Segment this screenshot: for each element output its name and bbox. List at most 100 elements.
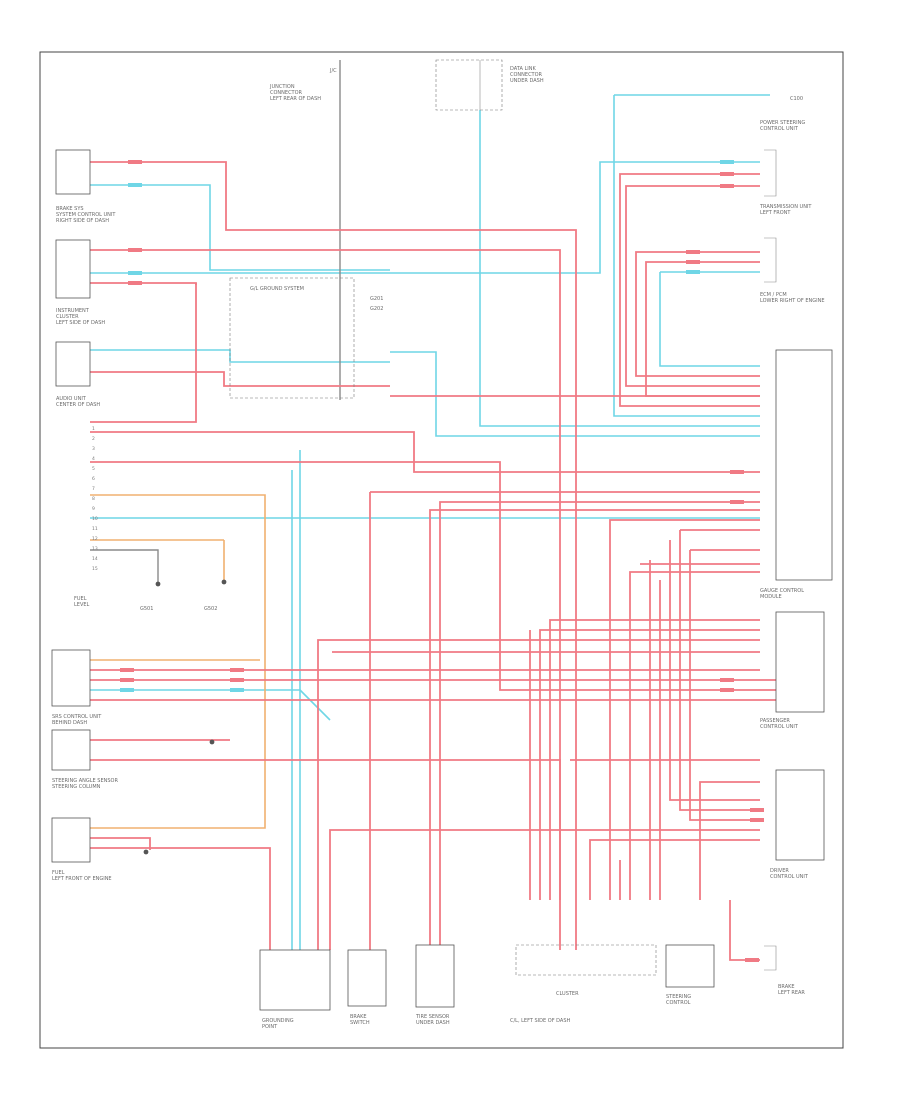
- component-label: BRAKE: [778, 984, 795, 990]
- component-label: LEFT FRONT: [760, 210, 791, 216]
- component-label: RIGHT SIDE OF DASH: [56, 218, 109, 224]
- svg-text:11: 11: [92, 526, 98, 532]
- red-wire: [589, 839, 760, 900]
- component-label: CONTROL UNIT: [760, 126, 799, 132]
- connector-block: [775, 611, 825, 713]
- component-label: CONNECTOR: [510, 72, 543, 78]
- bottom-box: [415, 944, 455, 1008]
- connector-bracket: [764, 945, 777, 971]
- component-label: STEERING COLUMN: [52, 784, 101, 790]
- connector-bracket: [764, 149, 777, 197]
- labels: BRAKE SYS SYSTEM CONTROL UNIT RIGHT SIDE…: [52, 66, 825, 1030]
- component-label: JUNCTION: [269, 84, 295, 90]
- component-label: LOWER RIGHT OF ENGINE: [760, 298, 825, 304]
- wire-tag: [128, 183, 142, 187]
- blue-wire: [613, 95, 760, 417]
- right-components: [764, 149, 833, 971]
- red-wire: [645, 261, 760, 397]
- blue-wire: [659, 272, 760, 367]
- component-label: G/L GROUND SYSTEM: [250, 286, 304, 292]
- red-wire: [625, 185, 760, 387]
- component-label: BEHIND DASH: [52, 720, 87, 726]
- component-label: TIRE SENSOR: [415, 1014, 450, 1020]
- wire-tags-blue: [120, 160, 734, 692]
- svg-text:12: 12: [92, 536, 98, 542]
- svg-text:6: 6: [92, 476, 95, 482]
- component-label: G202: [370, 306, 383, 312]
- red-wire: [689, 550, 760, 821]
- wire-tag: [686, 250, 700, 254]
- blue-wire: [90, 349, 390, 363]
- component-label: CONTROL: [666, 1000, 691, 1006]
- component-box: [55, 149, 91, 195]
- red-wire: [429, 509, 760, 950]
- component-label: INSTRUMENT: [56, 308, 90, 314]
- component-label: BRAKE: [350, 1014, 367, 1020]
- bottom-box: [515, 944, 657, 976]
- wire-tag: [730, 500, 744, 504]
- left-components: [51, 149, 91, 863]
- component-label: SWITCH: [350, 1020, 370, 1026]
- svg-text:4: 4: [92, 456, 95, 462]
- red-wire: [317, 639, 760, 950]
- component-label: FUEL: [74, 596, 87, 602]
- component-label: DATA LINK: [510, 66, 536, 72]
- wire-tag: [120, 668, 134, 672]
- component-box: [55, 239, 91, 299]
- ground-symbols: [143, 579, 227, 855]
- component-box: [51, 817, 91, 863]
- component-label: G501: [140, 606, 153, 612]
- svg-text:1: 1: [92, 426, 95, 432]
- red-wire: [729, 900, 760, 961]
- component-label: GROUNDING: [262, 1018, 294, 1024]
- top-components: [229, 59, 503, 399]
- red-wire: [329, 829, 760, 950]
- wire-tag: [120, 678, 134, 682]
- component-label: AUDIO UNIT: [56, 396, 87, 402]
- wire-tag: [230, 668, 244, 672]
- component-box: [51, 649, 91, 707]
- ground-block: [229, 277, 355, 399]
- component-label: PASSENGER: [760, 718, 790, 724]
- component-label: SYSTEM CONTROL UNIT: [56, 212, 116, 218]
- component-label: C/L, LEFT SIDE OF DASH: [510, 1018, 571, 1024]
- svg-text:3: 3: [92, 446, 95, 452]
- component-label: CONTROL UNIT: [770, 874, 809, 880]
- red-wire: [439, 501, 760, 950]
- red-wires: [90, 161, 790, 961]
- svg-text:8: 8: [92, 496, 95, 502]
- svg-text:9: 9: [92, 506, 95, 512]
- svg-text:14: 14: [92, 556, 98, 562]
- component-label: SRS CONTROL UNIT: [52, 714, 102, 720]
- wire-tag: [128, 271, 142, 275]
- wire-tag: [128, 160, 142, 164]
- red-wire: [539, 629, 760, 900]
- wire-tag: [720, 688, 734, 692]
- component-label: G201: [370, 296, 383, 302]
- red-wire: [90, 249, 561, 950]
- component-label: UNDER DASH: [510, 78, 544, 84]
- ground-icon: [155, 581, 161, 587]
- red-wire: [90, 837, 151, 850]
- bottom-components: [259, 944, 715, 1011]
- wire-tag: [720, 172, 734, 176]
- component-label: LEFT SIDE OF DASH: [56, 320, 105, 326]
- gray-wire: [90, 549, 159, 582]
- component-label: ECM / PCM: [760, 292, 787, 298]
- component-label: LEVEL: [74, 602, 90, 608]
- bottom-box: [259, 949, 331, 1011]
- blue-wire: [390, 351, 760, 437]
- red-wire: [669, 540, 760, 801]
- component-label: CLUSTER: [556, 991, 579, 997]
- wire-tag: [128, 281, 142, 285]
- component-label: C100: [790, 96, 803, 102]
- ground-icon: [221, 579, 227, 585]
- svg-text:13: 13: [92, 546, 98, 552]
- red-wire: [699, 781, 760, 900]
- wire-tag: [230, 688, 244, 692]
- diagram-border: [39, 51, 844, 1049]
- blue-wire: [479, 110, 760, 427]
- component-label: STEERING: [666, 994, 691, 1000]
- wire-tag: [120, 688, 134, 692]
- component-label: FUEL: [52, 870, 65, 876]
